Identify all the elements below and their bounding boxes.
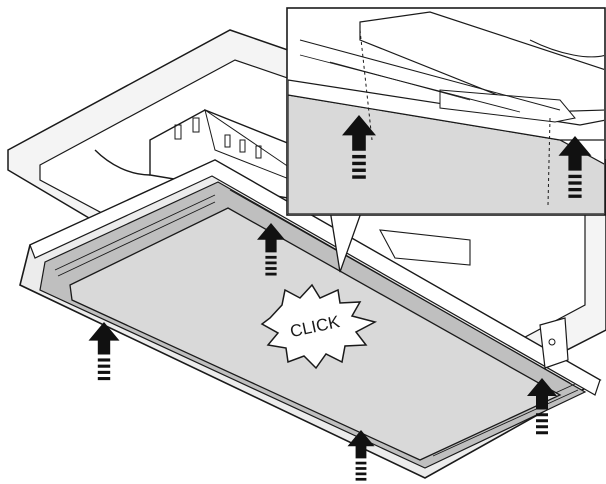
- side-bracket-right: [539, 317, 569, 369]
- click-burst-icon: CLICK: [260, 283, 378, 370]
- trim-louvers: [54, 189, 579, 457]
- detail-inset: [286, 7, 606, 216]
